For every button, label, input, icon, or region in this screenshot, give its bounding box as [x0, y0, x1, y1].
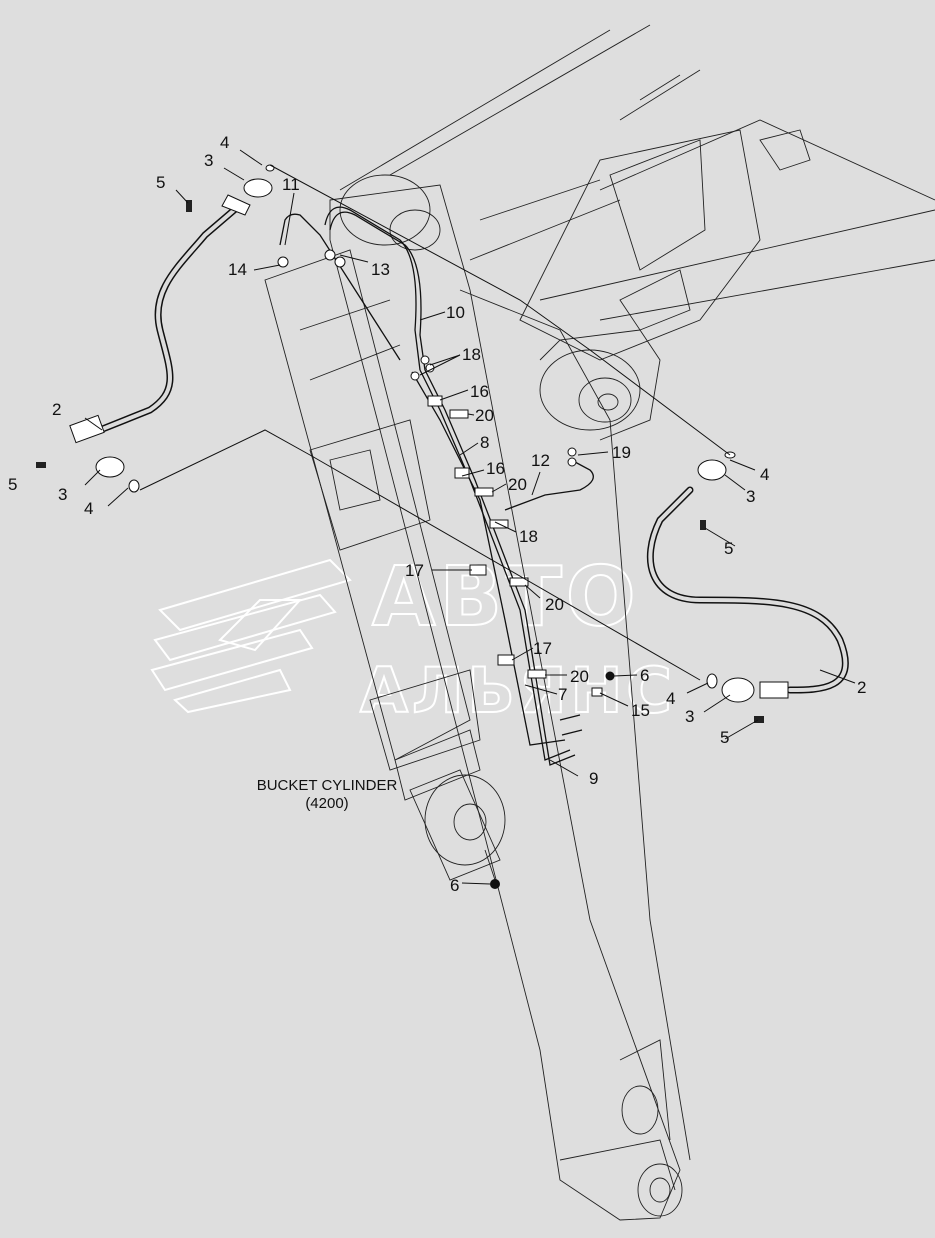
callout-label: 4 [220, 133, 229, 152]
callout-label: 6 [640, 666, 649, 685]
callout-label: 3 [204, 151, 213, 170]
watermark-logo [150, 558, 352, 714]
callout-label: 18 [519, 527, 538, 546]
hose-left [69, 194, 251, 444]
callout-label: 3 [746, 487, 755, 506]
callout-label: 12 [531, 451, 550, 470]
callout-label: 16 [486, 459, 505, 478]
callout-label: 20 [545, 595, 564, 614]
callout-labels: 4 3 5 11 14 13 10 18 16 20 8 16 20 12 19… [8, 133, 866, 895]
callout-label: 2 [52, 400, 61, 419]
callout-label: 15 [631, 701, 650, 720]
callout-label: 20 [570, 667, 589, 686]
callout-label: 7 [558, 685, 567, 704]
callout-label: 9 [589, 769, 598, 788]
callout-label: 14 [228, 260, 247, 279]
callout-label: 13 [371, 260, 390, 279]
callout-label: 19 [612, 443, 631, 462]
callout-label: 4 [84, 499, 93, 518]
callout-label: 3 [685, 707, 694, 726]
callout-label: 17 [533, 639, 552, 658]
callout-label: 4 [666, 689, 675, 708]
callout-label: 4 [760, 465, 769, 484]
callout-label: 16 [470, 382, 489, 401]
callout-label: 5 [8, 475, 17, 494]
callout-label: 5 [724, 539, 733, 558]
leader-lines [84, 149, 856, 885]
callout-label: 11 [282, 175, 300, 194]
fittings [277, 249, 615, 697]
callout-label: 18 [462, 345, 481, 364]
callout-label: 5 [156, 173, 165, 192]
arm [329, 174, 691, 1221]
callout-label: 10 [446, 303, 465, 322]
callout-label: 3 [58, 485, 67, 504]
boom [339, 24, 935, 441]
callout-label: 6 [450, 876, 459, 895]
bucket-cylinder [264, 249, 506, 889]
callout-label: 5 [720, 728, 729, 747]
callout-label: 17 [405, 561, 424, 580]
caption-line-2: (4200) [305, 795, 348, 812]
caption-line-1: BUCKET CYLINDER [257, 777, 398, 794]
hose-right [646, 486, 849, 699]
flange-parts [36, 164, 764, 723]
callout-label: 20 [475, 406, 494, 425]
callout-label: 20 [508, 475, 527, 494]
callout-label: 8 [480, 433, 489, 452]
watermark-line-2: АЛЬЯНС [360, 654, 676, 727]
callout-label: 2 [857, 678, 866, 697]
